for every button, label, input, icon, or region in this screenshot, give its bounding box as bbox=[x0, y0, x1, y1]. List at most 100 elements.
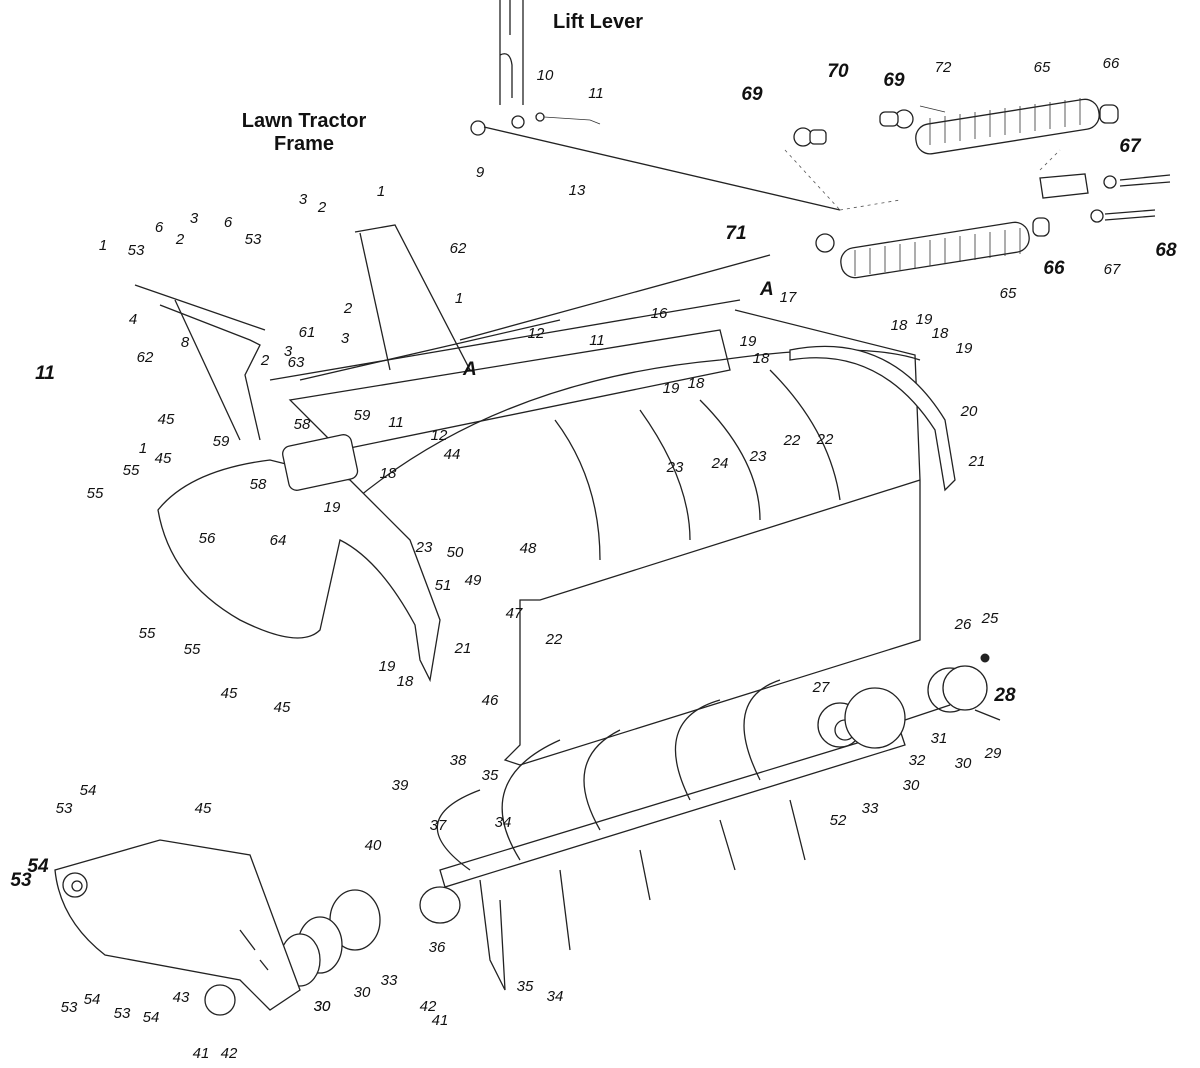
callout-part-23: 23 bbox=[666, 459, 684, 476]
end-shield-20 bbox=[789, 345, 956, 492]
callout-part-1: 1 bbox=[99, 237, 107, 254]
callout-part-4: 4 bbox=[129, 311, 137, 328]
callout-part-17: 17 bbox=[780, 289, 797, 306]
callout-part-69: 69 bbox=[741, 84, 763, 105]
callout-part-9: 9 bbox=[476, 164, 485, 181]
callout-part-45: 45 bbox=[221, 685, 238, 702]
callout-part-47: 47 bbox=[506, 605, 523, 622]
callout-part-2: 2 bbox=[317, 199, 327, 216]
callout-part-66: 66 bbox=[1103, 55, 1120, 72]
callout-part-59: 59 bbox=[354, 407, 371, 424]
callout-part-59: 59 bbox=[213, 433, 230, 450]
callout-part-21: 21 bbox=[968, 453, 986, 470]
callout-part-27: 27 bbox=[812, 679, 830, 696]
callout-part-11: 11 bbox=[35, 363, 55, 384]
callout-part-45: 45 bbox=[155, 450, 172, 467]
callout-part-30: 30 bbox=[314, 998, 331, 1015]
callout-part-54: 54 bbox=[143, 1009, 160, 1026]
callout-part-19: 19 bbox=[916, 311, 933, 328]
callout-part-11: 11 bbox=[589, 332, 605, 349]
spring-assembly bbox=[784, 98, 1171, 279]
callout-part-53: 53 bbox=[128, 242, 145, 259]
callout-part-68: 68 bbox=[1155, 240, 1177, 261]
callout-part-12: 12 bbox=[528, 325, 545, 342]
callout-part-48: 48 bbox=[520, 540, 537, 557]
pin-9 bbox=[470, 120, 486, 136]
callout-part-55: 55 bbox=[123, 462, 140, 479]
callout-part-2: 2 bbox=[343, 300, 353, 317]
callout-part-41: 41 bbox=[432, 1012, 449, 1029]
callout-part-38: 38 bbox=[450, 752, 467, 769]
callout-part-53: 53 bbox=[245, 231, 262, 248]
callout-part-10: 10 bbox=[537, 67, 554, 84]
callout-part-63: 63 bbox=[288, 354, 305, 371]
callout-part-35: 35 bbox=[482, 767, 499, 784]
callout-part-72: 72 bbox=[935, 59, 952, 76]
callout-part-22: 22 bbox=[816, 431, 834, 448]
callout-part-55: 55 bbox=[184, 641, 201, 658]
callout-part-69: 69 bbox=[883, 70, 905, 91]
callout-part-61: 61 bbox=[299, 324, 316, 341]
callout-part-30: 30 bbox=[955, 755, 972, 772]
callout-part-33: 33 bbox=[862, 800, 879, 817]
callout-part-18: 18 bbox=[932, 325, 949, 342]
lift-rod-13 bbox=[483, 126, 841, 211]
callout-part-19: 19 bbox=[740, 333, 757, 350]
callout-part-18: 18 bbox=[891, 317, 908, 334]
callout-part-35: 35 bbox=[517, 978, 534, 995]
section-marker-a: A bbox=[462, 359, 477, 380]
callout-part-70: 70 bbox=[827, 61, 849, 82]
callout-part-45: 45 bbox=[274, 699, 291, 716]
callout-part-22: 22 bbox=[545, 631, 563, 648]
callout-part-30: 30 bbox=[354, 984, 371, 1001]
callout-part-16: 16 bbox=[651, 305, 668, 322]
callout-part-1: 1 bbox=[377, 183, 385, 200]
hitch-frame bbox=[134, 224, 771, 441]
callout-part-2: 2 bbox=[260, 352, 270, 369]
callout-part-19: 19 bbox=[956, 340, 973, 357]
washer-10 bbox=[535, 112, 545, 122]
callout-part-23: 23 bbox=[749, 448, 767, 465]
callout-part-3: 3 bbox=[341, 330, 350, 347]
callout-part-45: 45 bbox=[195, 800, 212, 817]
callout-part-64: 64 bbox=[270, 532, 287, 549]
callout-part-19: 19 bbox=[324, 499, 341, 516]
lawn-tractor-frame-title-line2: Frame bbox=[274, 133, 334, 155]
callout-part-34: 34 bbox=[495, 814, 512, 831]
callout-part-58: 58 bbox=[250, 476, 267, 493]
callout-part-28: 28 bbox=[993, 685, 1016, 706]
callout-part-8: 8 bbox=[181, 334, 190, 351]
callout-part-56: 56 bbox=[199, 530, 216, 547]
callout-part-3: 3 bbox=[190, 210, 199, 227]
callout-part-54: 54 bbox=[80, 782, 97, 799]
callout-part-54: 54 bbox=[84, 991, 101, 1008]
callout-part-53: 53 bbox=[61, 999, 78, 1016]
callout-part-37: 37 bbox=[430, 817, 447, 834]
callout-part-11: 11 bbox=[388, 414, 404, 431]
callout-part-18: 18 bbox=[688, 375, 705, 392]
left-side-plate-51 bbox=[157, 459, 441, 683]
callout-part-30: 30 bbox=[314, 998, 331, 1015]
callout-part-3: 3 bbox=[284, 343, 293, 360]
callout-part-34: 34 bbox=[547, 988, 564, 1005]
callout-part-62: 62 bbox=[137, 349, 154, 366]
callout-part-1: 1 bbox=[139, 440, 147, 457]
lift-lever-assembly bbox=[470, 0, 841, 211]
callout-part-45: 45 bbox=[158, 411, 175, 428]
callout-part-49: 49 bbox=[465, 572, 482, 589]
callout-part-54: 54 bbox=[27, 856, 49, 877]
callout-part-19: 19 bbox=[663, 380, 680, 397]
callout-part-1: 1 bbox=[455, 290, 463, 307]
callout-part-46: 46 bbox=[482, 692, 499, 709]
callout-part-39: 39 bbox=[392, 777, 409, 794]
callout-part-30: 30 bbox=[903, 777, 920, 794]
callout-part-53: 53 bbox=[56, 800, 73, 817]
callout-part-6: 6 bbox=[224, 214, 233, 231]
callout-part-40: 40 bbox=[365, 837, 382, 854]
callout-part-22: 22 bbox=[783, 432, 801, 449]
lawn-tractor-frame-title-line1: Lawn Tractor bbox=[242, 110, 367, 132]
callout-part-24: 24 bbox=[711, 455, 729, 472]
lift-lever-title: Lift Lever bbox=[553, 11, 643, 33]
tine-shaft-assembly bbox=[279, 653, 1001, 991]
callout-part-20: 20 bbox=[960, 403, 978, 420]
